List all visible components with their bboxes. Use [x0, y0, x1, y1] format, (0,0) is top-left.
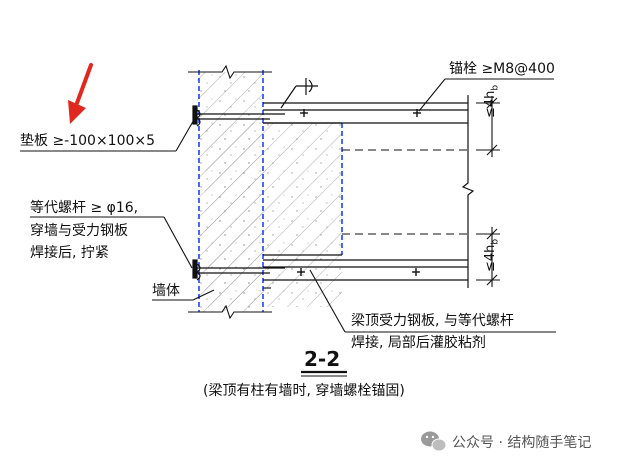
section-title: 2-2: [304, 347, 341, 371]
dimension-top-text: ≤4h: [483, 90, 498, 118]
pad-plate-label: 垫板 ≥-100×100×5: [20, 133, 156, 149]
steel-plate-label-1: 梁顶受力钢板, 与等代螺杆: [351, 313, 514, 329]
wall-section: [197, 72, 263, 312]
through-wall-rods: [192, 105, 285, 281]
equiv-rod-label-1: 等代螺杆 ≥ φ16,: [30, 200, 139, 216]
weld-symbol-icon: [280, 78, 318, 109]
dimension-top-label: ≤4hb: [482, 85, 505, 118]
anchor-bolt-label: 锚栓 ≥M8@400: [449, 61, 555, 77]
anchor-bolt-marks: [297, 109, 421, 276]
arrow-pointer-icon: [68, 63, 93, 124]
steel-plate-label-2: 焊接, 局部后灌胶粘剂: [351, 335, 486, 351]
break-marks: [188, 64, 272, 320]
section-subtitle: (梁顶有柱有墙时, 穿墙螺栓锚固): [203, 383, 405, 399]
wall-label: 墙体: [152, 283, 180, 299]
dimension-lines: [476, 96, 500, 287]
equiv-rod-label-2: 穿墙与受力钢板: [30, 223, 128, 239]
hidden-lines: [263, 149, 468, 289]
right-break-line: [461, 95, 475, 288]
beam-top: [263, 102, 468, 124]
dimension-top-sub: b: [490, 84, 501, 91]
leader-lines: [20, 78, 556, 333]
section-title-underline: [301, 370, 347, 377]
dimension-bottom-sub: b: [490, 238, 501, 245]
dimension-bottom-text: ≤4h: [483, 244, 498, 272]
wechat-logo-icon: [421, 431, 447, 452]
dimension-bottom-label: ≤4hb: [482, 239, 505, 272]
watermark-text: 公众号 · 结构随手笔记: [452, 435, 592, 451]
beam-bottom: [263, 259, 468, 281]
equiv-rod-label-3: 焊接后, 拧紧: [30, 245, 109, 261]
